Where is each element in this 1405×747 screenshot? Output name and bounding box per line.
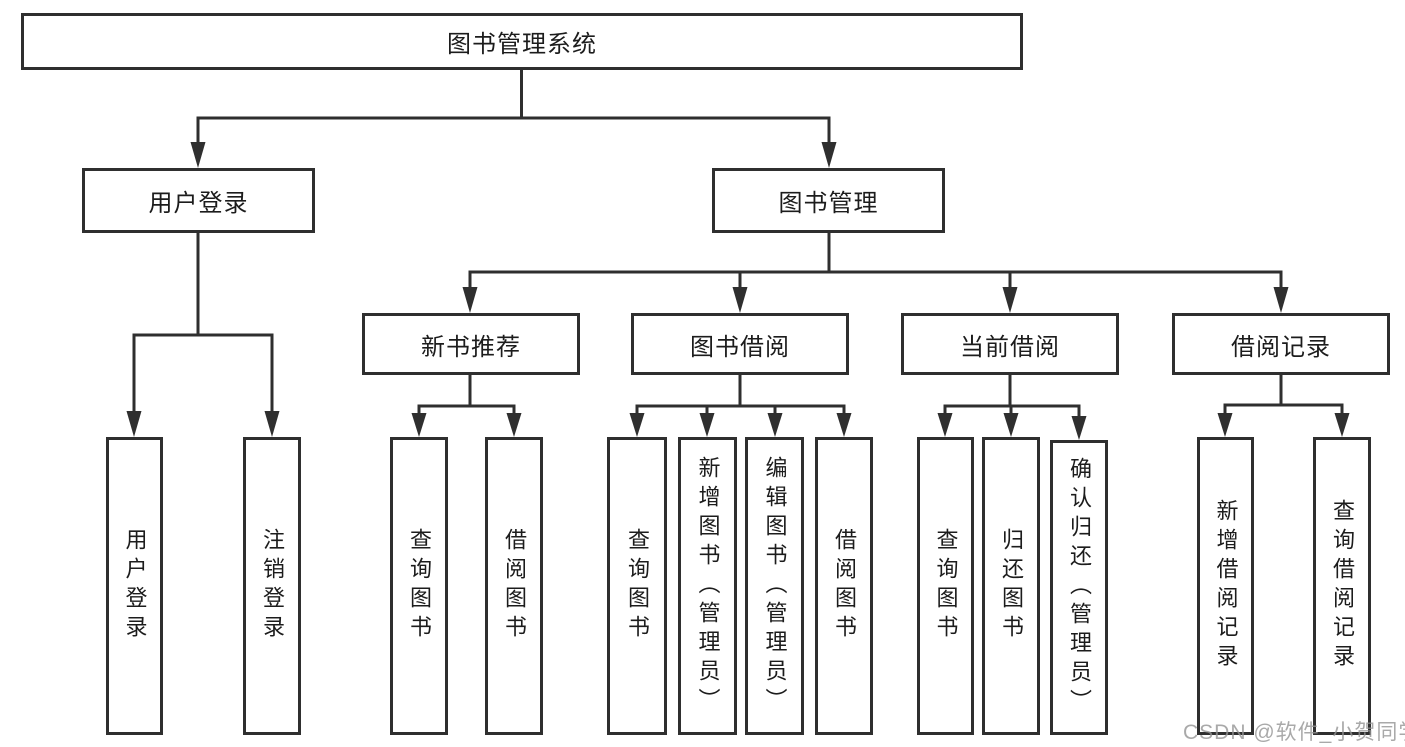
node-new-book-label: 新书推荐	[421, 333, 521, 361]
arrow-leaf-bookborrow2	[699, 413, 715, 437]
arrow-leaf-bookborrow4	[836, 413, 852, 437]
edge-bookborrow-to-leaves	[635, 375, 846, 417]
node-new-book: 新书推荐	[362, 313, 580, 375]
leaf-current-query: 查询图书	[917, 437, 974, 735]
node-root: 图书管理系统	[21, 13, 1023, 70]
edge-currentborrow-to-leaves	[943, 375, 1081, 420]
node-book-mgmt: 图书管理	[712, 168, 945, 233]
leaf-borrow-add: 新增图书（管理员）	[678, 437, 737, 735]
arrow-current-borrow	[1002, 287, 1018, 313]
arrowheads	[126, 142, 1350, 440]
leaf-newbook-borrow-label: 借阅图书	[502, 528, 527, 644]
arrow-book-borrow	[732, 287, 748, 313]
leaf-current-confirm: 确认归还（管理员）	[1050, 440, 1108, 735]
arrow-leaf-borrowrecord2	[1334, 413, 1350, 437]
leaf-current-query-label: 查询图书	[933, 528, 959, 644]
leaf-current-return: 归还图书	[982, 437, 1040, 735]
edge-bookmgmt-to-level3	[468, 233, 1283, 290]
edge-borrowrecord-to-leaves	[1223, 375, 1344, 417]
node-root-label: 图书管理系统	[447, 31, 597, 58]
leaf-borrow-edit: 编辑图书（管理员）	[745, 437, 804, 735]
leaf-logout: 注销登录	[243, 437, 301, 735]
arrow-leaf-bookborrow1	[629, 413, 645, 437]
leaf-borrow-book-label: 借阅图书	[832, 528, 857, 644]
arrow-new-book	[462, 287, 478, 313]
edge-root-to-level2	[196, 70, 831, 146]
leaf-record-query: 查询借阅记录	[1313, 437, 1371, 735]
arrow-leaf-bookborrow3	[767, 413, 783, 437]
edge-newbook-to-leaves	[417, 375, 516, 417]
leaf-user-login-label: 用户登录	[122, 528, 148, 644]
leaf-newbook-query: 查询图书	[390, 437, 448, 735]
leaf-borrow-add-label: 新增图书（管理员）	[695, 455, 721, 717]
leaf-logout-label: 注销登录	[260, 528, 285, 644]
arrow-leaf-newbook2	[506, 413, 522, 437]
node-borrow-record-label: 借阅记录	[1231, 333, 1331, 361]
arrow-leaf-currentborrow2	[1003, 413, 1019, 437]
node-book-mgmt-label: 图书管理	[778, 190, 879, 217]
leaf-borrow-book: 借阅图书	[815, 437, 873, 735]
edge-userlogin-to-leaves	[132, 233, 274, 414]
leaf-user-login: 用户登录	[106, 437, 163, 735]
node-book-borrow-label: 图书借阅	[690, 333, 790, 361]
arrow-leaf-currentborrow1	[937, 413, 953, 437]
leaf-borrow-query: 查询图书	[607, 437, 667, 735]
arrow-leaf-borrowrecord1	[1217, 413, 1233, 437]
leaf-newbook-borrow: 借阅图书	[485, 437, 543, 735]
leaf-borrow-query-label: 查询图书	[625, 528, 650, 644]
arrow-leaf-currentborrow3	[1071, 416, 1087, 440]
node-current-borrow-label: 当前借阅	[960, 333, 1060, 361]
node-user-login-label: 用户登录	[148, 190, 249, 217]
leaf-current-confirm-label: 确认归还（管理员）	[1067, 457, 1092, 718]
leaf-newbook-query-label: 查询图书	[407, 528, 432, 644]
leaf-record-add: 新增借阅记录	[1197, 437, 1254, 735]
leaf-current-return-label: 归还图书	[999, 528, 1024, 644]
node-user-login: 用户登录	[82, 168, 315, 233]
arrow-borrow-record	[1273, 287, 1289, 313]
arrow-leaf-userlogin1	[126, 411, 142, 437]
node-book-borrow: 图书借阅	[631, 313, 849, 375]
arrow-book-mgmt	[821, 142, 837, 168]
leaf-record-query-label: 查询借阅记录	[1330, 499, 1355, 673]
arrow-leaf-newbook1	[411, 413, 427, 437]
arrow-leaf-userlogin2	[264, 411, 280, 437]
arrow-user-login	[190, 142, 206, 168]
node-borrow-record: 借阅记录	[1172, 313, 1390, 375]
connector-paths	[132, 70, 1344, 420]
leaf-borrow-edit-label: 编辑图书（管理员）	[762, 455, 788, 717]
node-current-borrow: 当前借阅	[901, 313, 1119, 375]
leaf-record-add-label: 新增借阅记录	[1213, 499, 1239, 673]
csdn-watermark: CSDN @软件_小贺同学	[1183, 721, 1405, 744]
